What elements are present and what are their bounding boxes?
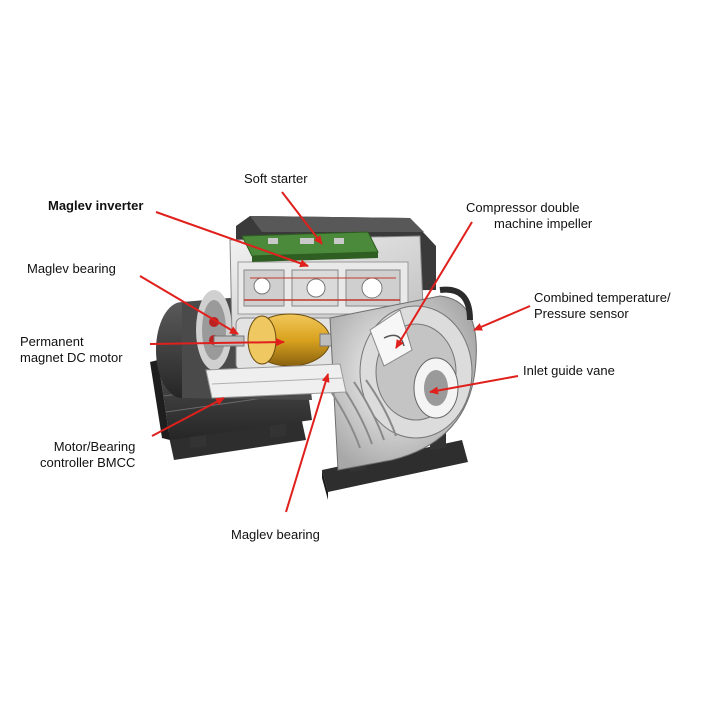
leader-maglev-inverter (155, 211, 309, 268)
leader-inlet-guide-vane (429, 375, 519, 395)
label-maglev-inverter: Maglev inverter (48, 198, 144, 213)
leader-motor-bearing (151, 397, 225, 437)
circuit-board (241, 231, 379, 262)
leader-maglev-bearing-top (139, 275, 239, 335)
compressor-illustration (150, 216, 477, 500)
label-motor-bearing: Motor/Bearing controller BMCC (40, 439, 136, 470)
label-soft-starter: Soft starter (244, 171, 308, 186)
label-compressor-impeller: Compressor double machine impeller (466, 200, 593, 231)
leader-soft-starter (281, 191, 323, 245)
leader-combined-sensor (473, 305, 531, 331)
label-combined-sensor: Combined temperature/ Pressure sensor (534, 290, 671, 321)
leader-permanent-magnet (149, 338, 285, 347)
label-maglev-bearing-top: Maglev bearing (27, 261, 116, 276)
label-maglev-bearing-bottom: Maglev bearing (231, 527, 320, 542)
leader-compressor (395, 221, 473, 349)
label-permanent-magnet: Permanent magnet DC motor (20, 334, 123, 365)
motor-base-cylinder (205, 363, 347, 399)
label-inlet-guide-vane: Inlet guide vane (523, 363, 615, 378)
leader-maglev-bearing-bottom (285, 373, 330, 513)
leader-lines (139, 191, 531, 513)
impeller-housing (329, 286, 477, 471)
